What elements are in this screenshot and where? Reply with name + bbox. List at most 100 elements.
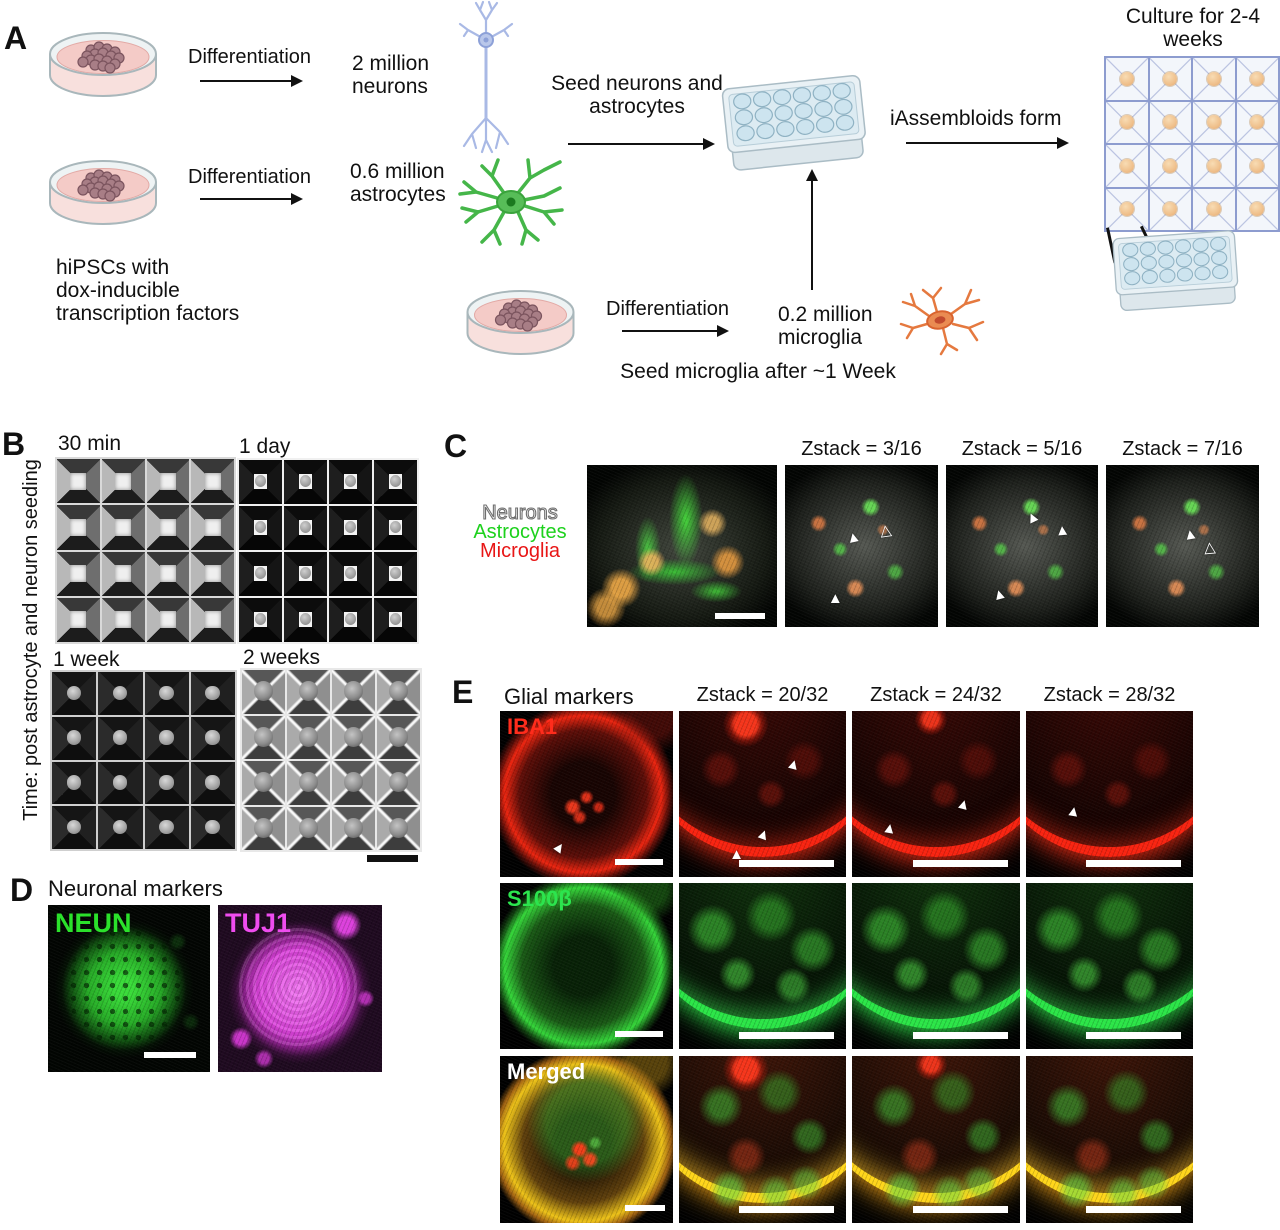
timepoint-label-1week: 1 week [53, 648, 120, 671]
zstack-header-28-32: Zstack = 28/32 [1043, 684, 1176, 706]
microwell-cell [98, 672, 143, 715]
microwell-cell [144, 716, 189, 760]
microwell-cell [377, 761, 420, 805]
spheroid-body [1026, 1056, 1193, 1203]
panel-a-label: A [4, 20, 28, 56]
microwell-cell [374, 460, 417, 504]
microwell-cell [191, 505, 234, 550]
culture-microwell-cell [1106, 145, 1148, 187]
microwell-cell [329, 598, 372, 642]
arrowhead-icon: ▲ [827, 590, 843, 608]
microwell-cell [287, 761, 330, 805]
seed-neurons-astrocytes-label: Seed neurons and astrocytes [551, 72, 723, 118]
spheroid-body [679, 883, 846, 1030]
microwell-cell [284, 506, 327, 550]
merged-zstack-image-24-32 [852, 1056, 1020, 1223]
scale-bar [625, 1205, 665, 1211]
microwell-cell [144, 806, 189, 849]
microwell-cell [374, 506, 417, 550]
well-plate-icon [721, 74, 866, 171]
culture-microwell-cell [1149, 101, 1191, 143]
microwell-cell [332, 806, 375, 850]
spheroid-body [679, 1056, 846, 1203]
differentiation-label-3: Differentiation [606, 298, 730, 320]
microwell-cell [52, 806, 97, 849]
zstack-header-3-16: Zstack = 3/16 [801, 438, 922, 460]
microwell-cell [144, 761, 189, 805]
iba1-label: IBA1 [507, 714, 558, 739]
tuj1-image: TUJ1 [218, 905, 382, 1072]
microwell-cell [57, 505, 100, 550]
microwell-cell [242, 715, 285, 759]
zstack-header-5-16: Zstack = 5/16 [961, 438, 1083, 460]
merged-zstack-image-20-32 [679, 1056, 846, 1223]
petri-dish-icon [49, 160, 157, 225]
panel-b-axis-label: Time: post astrocyte and neuron seeding [20, 459, 42, 821]
iba1-zstack-image-28-32: ▲ [1026, 711, 1193, 877]
arrow-differentiation-2 [200, 192, 303, 205]
scale-bar [144, 1052, 196, 1058]
assembloid-overview-image [587, 465, 777, 627]
iba1-zstack-image-24-32: ▲ ▲ [852, 711, 1020, 877]
scale-bar [913, 1032, 1008, 1039]
arrowhead-icon: ▲ [1022, 507, 1043, 529]
s100b-zstack-image-28-32 [1026, 883, 1193, 1049]
iba1-image-1: IBA1 ▲ [500, 711, 673, 877]
microwell-cell [101, 505, 145, 550]
microwell-cell [190, 806, 235, 849]
microwell-cell [98, 716, 143, 760]
neun-label: NEUN [55, 908, 132, 938]
microwell-cell [191, 597, 234, 642]
culture-microwell-cell [1193, 188, 1235, 230]
microwell-cell [190, 716, 235, 760]
microwell-cell [98, 806, 143, 849]
panel-c-legend: Neurons Astrocytes Microglia [450, 502, 590, 561]
microwell-cell [57, 597, 100, 642]
microwell-cell [191, 551, 234, 596]
panel-b-label: B [2, 426, 26, 462]
arrowhead-icon: ▲ [1054, 521, 1072, 540]
spheroid-body [852, 883, 1020, 1030]
arrowhead-icon: ▲ [989, 583, 1009, 605]
neun-image: NEUN [48, 905, 210, 1072]
arrowhead-icon: ▲ [783, 754, 803, 776]
zstack-image-7-16: ▲ △ [1106, 465, 1259, 627]
arrow-seed-neurons [568, 137, 715, 150]
arrowhead-icon: ▲ [729, 846, 744, 864]
spheroid-body [852, 711, 1020, 858]
microwell-cell [239, 460, 282, 504]
scale-bar [739, 860, 834, 867]
zstack-header-7-16: Zstack = 7/16 [1122, 438, 1243, 460]
panel-e-title: Glial markers [504, 684, 634, 709]
neuron-count-label: 2 million neurons [352, 52, 430, 98]
culture-microwell-cell [1193, 101, 1235, 143]
arrowhead-icon: ▲ [1064, 801, 1083, 822]
microwell-cell [242, 806, 285, 850]
microwell-cell [52, 761, 97, 805]
microwell-cell [287, 670, 330, 714]
scale-bar [1086, 860, 1181, 867]
culture-microwell-cell [1236, 188, 1278, 230]
microwell-cell [377, 715, 420, 759]
seed-microglia-label: Seed microglia after ~1 Week [620, 360, 896, 383]
timepoint-label-1day: 1 day [239, 435, 291, 458]
microwell-cell [242, 761, 285, 805]
s100b-label: S100β [507, 886, 572, 911]
s100b-image-1: S100β [500, 883, 673, 1049]
microwell-cell [332, 670, 375, 714]
zstack-header-20-32: Zstack = 20/32 [696, 684, 829, 706]
microwell-cell [52, 716, 97, 760]
microwell-cell [101, 551, 145, 596]
zstack-header-24-32: Zstack = 24/32 [870, 684, 1002, 706]
microwell-cell [332, 715, 375, 759]
astrocyte-count-label: 0.6 million astrocytes [350, 160, 446, 206]
differentiation-label-1: Differentiation [188, 46, 312, 68]
microwell-cell [329, 506, 372, 550]
microwell-cell [146, 597, 190, 642]
scale-bar [913, 860, 1008, 867]
microwell-cell [239, 552, 282, 596]
microwell-cell [284, 552, 327, 596]
microwell-cell [332, 761, 375, 805]
spheroid-body [852, 1056, 1020, 1203]
